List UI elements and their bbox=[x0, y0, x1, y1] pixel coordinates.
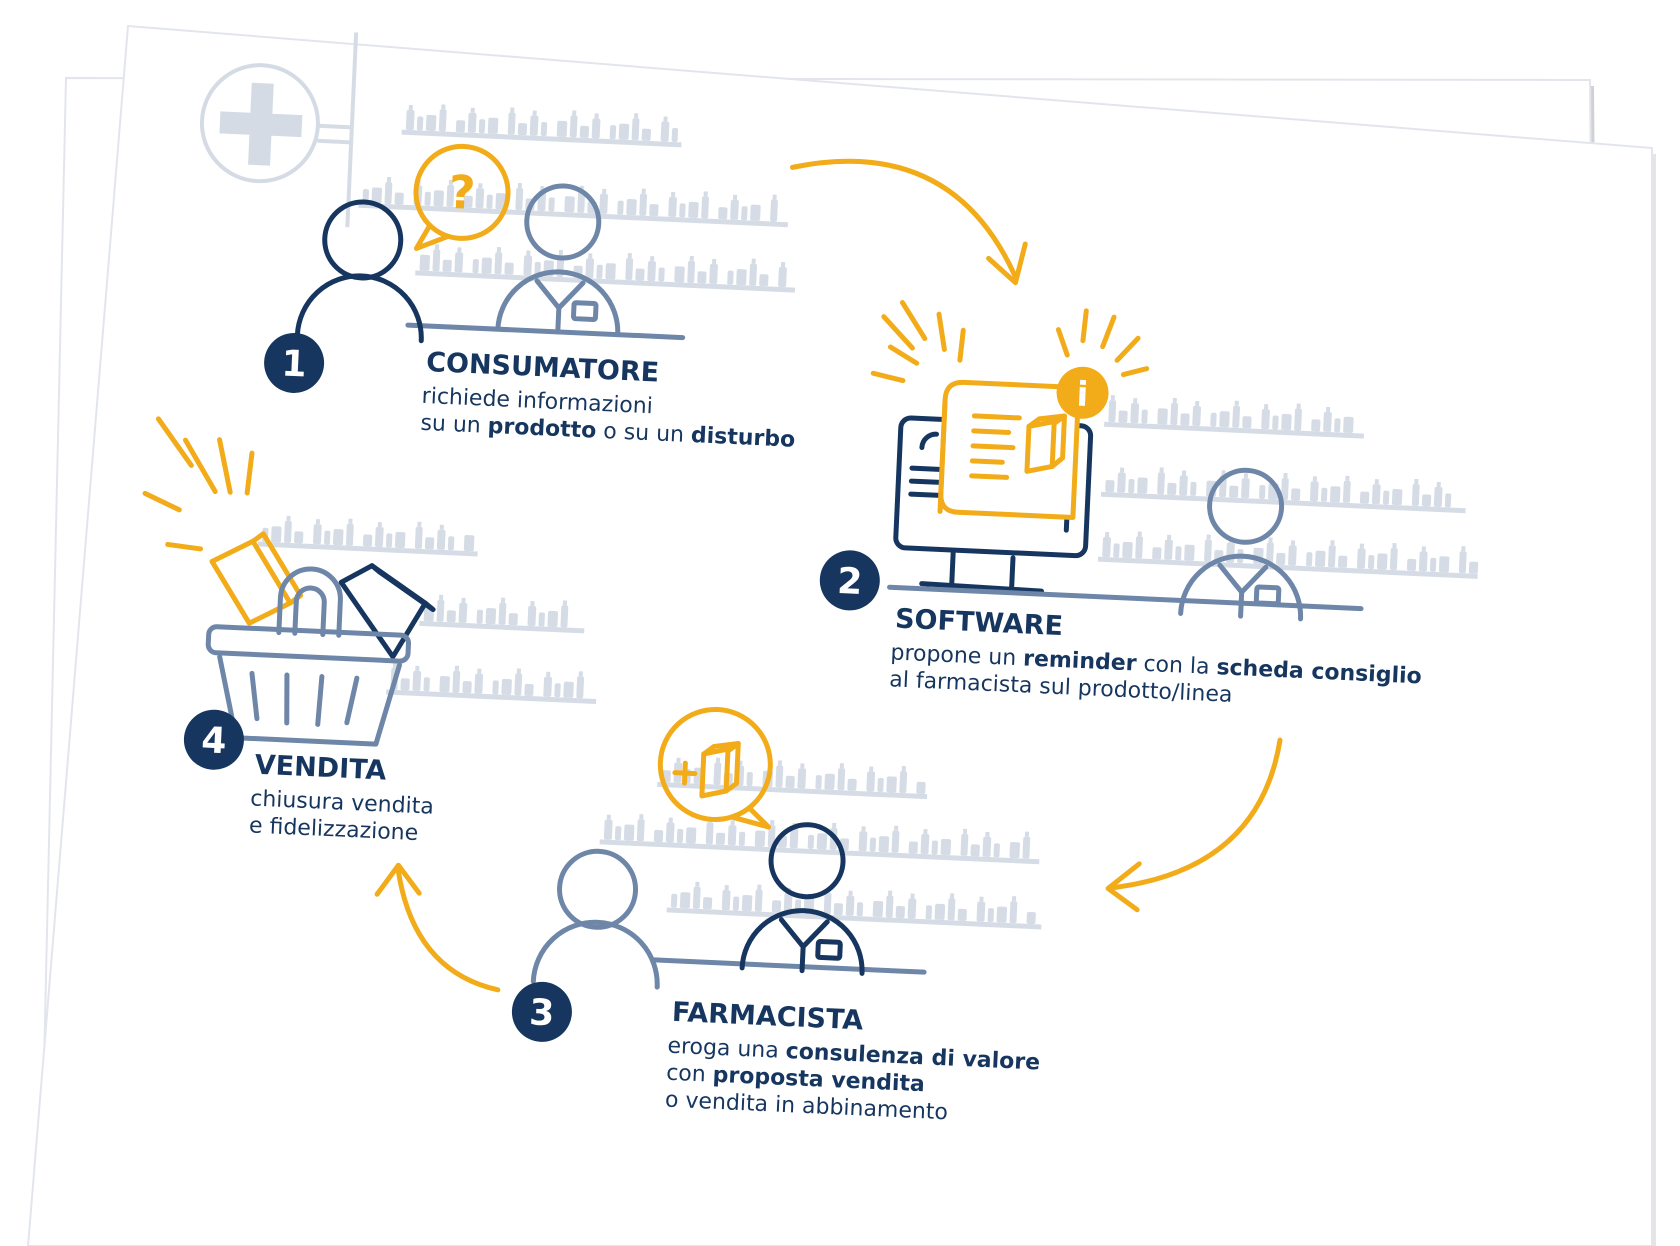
background-shelves bbox=[257, 104, 1479, 930]
shelf-row bbox=[1104, 395, 1364, 439]
step-3-illustration bbox=[530, 706, 927, 990]
step-2-illustration bbox=[870, 300, 1364, 622]
shelf-row bbox=[599, 814, 1040, 865]
step-title: VENDITA bbox=[254, 750, 387, 787]
step-title: SOFTWARE bbox=[894, 604, 1063, 643]
step-number-badge bbox=[264, 332, 325, 393]
step-number: 1 bbox=[281, 343, 308, 385]
shelf-row bbox=[1097, 531, 1479, 579]
pharmacist-figure bbox=[739, 822, 865, 976]
cycle-arrow-icon bbox=[789, 158, 1028, 286]
product-box-icon bbox=[1024, 413, 1067, 474]
step-description-line: eroga una consulenza di valore bbox=[667, 1034, 1041, 1076]
shelf-row bbox=[386, 662, 597, 705]
pharmacist-figure bbox=[1178, 467, 1304, 622]
shelf-row bbox=[358, 177, 788, 228]
step-number-badge bbox=[819, 550, 880, 611]
step-number: 4 bbox=[200, 720, 227, 762]
pharmacist-figure bbox=[495, 183, 621, 338]
info-badge-icon bbox=[1056, 366, 1109, 419]
proposal-bubble-icon bbox=[657, 706, 773, 830]
cycle-arrow-icon bbox=[1105, 737, 1283, 913]
shelf-row bbox=[401, 104, 682, 148]
pharmacy-cross-icon bbox=[199, 32, 359, 228]
shopping-basket-icon bbox=[142, 416, 436, 747]
cycle-arrows bbox=[374, 158, 1283, 993]
step-1-illustration bbox=[294, 143, 686, 344]
cycle-arrow-icon bbox=[374, 862, 501, 993]
shelf-row bbox=[257, 515, 478, 557]
step-number-badge bbox=[183, 709, 244, 770]
step-number: 2 bbox=[836, 561, 863, 603]
consumer-figure bbox=[294, 199, 424, 344]
question-mark: ? bbox=[447, 165, 476, 220]
info-mark: i bbox=[1076, 375, 1089, 415]
step-description-line: su un prodotto o su un disturbo bbox=[420, 411, 796, 453]
question-bubble-icon bbox=[413, 143, 511, 251]
step-number-badge bbox=[511, 981, 572, 1042]
shelf-row bbox=[419, 594, 585, 634]
shelf-row bbox=[415, 244, 796, 293]
step-number: 3 bbox=[528, 992, 555, 1034]
